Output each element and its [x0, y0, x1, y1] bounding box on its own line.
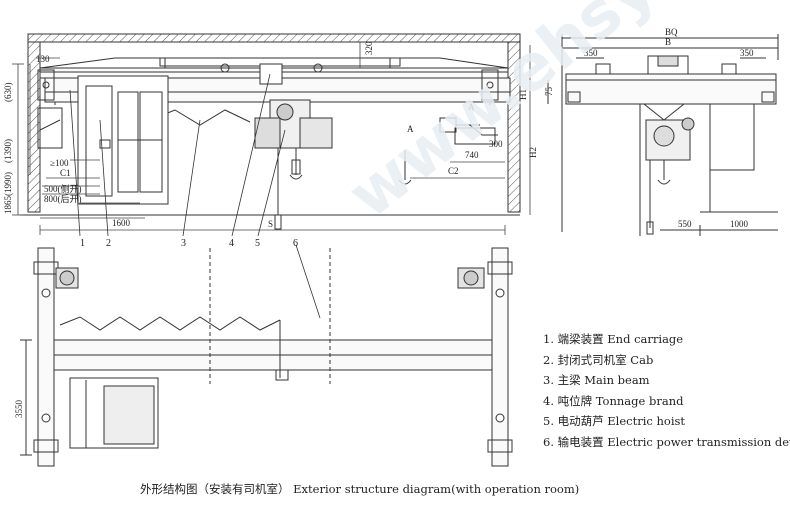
callout-leaders — [69, 73, 321, 319]
dim-1600: 1600 — [112, 218, 131, 228]
front-elevation-view — [20, 33, 521, 230]
legend-item-tonnage-brand: 4. 吨位牌 Tonnage brand — [543, 393, 684, 408]
dim-350-left: 350 — [584, 48, 598, 58]
figure-caption: 外形结构图（安装有司机室） Exterior structure diagram… — [140, 482, 580, 496]
dim-1390: (1390) — [3, 139, 13, 163]
dim-740: 740 — [465, 150, 479, 160]
label-a-right: A — [468, 102, 475, 112]
dim-c1: C1 — [60, 168, 71, 178]
callout-1: 1 — [80, 238, 85, 249]
dim-500: 500(侧开) — [44, 183, 82, 194]
legend-item-end-carriage: 1. 端梁装置 End carriage — [543, 332, 684, 346]
dim-350-right: 350 — [740, 48, 754, 58]
dim-100: ≥100 — [50, 158, 69, 168]
callout-2: 2 — [106, 238, 111, 249]
dim-s: S — [268, 219, 273, 229]
dim-bq: BQ — [665, 27, 678, 37]
dim-c2: C2 — [448, 166, 459, 176]
callout-3: 3 — [181, 238, 186, 249]
dim-300: 300 — [489, 139, 503, 149]
legend-item-electric-hoist: 5. 电动葫芦 Electric hoist — [543, 414, 686, 428]
dim-h2: H2 — [528, 147, 538, 158]
label-a-left: A — [407, 124, 414, 134]
dim-1865: 1865(1990) — [3, 172, 13, 214]
callout-5: 5 — [255, 238, 260, 249]
dim-h1: H1 — [518, 89, 528, 100]
dim-75: 75 — [544, 87, 554, 97]
dim-130: 130 — [36, 54, 50, 64]
parts-legend: 1. 端梁装置 End carriage 2. 封闭式司机室 Cab 3. 主梁… — [543, 329, 790, 452]
legend-item-power-transmission: 6. 输电装置 Electric power transmission devi… — [543, 434, 790, 449]
dim-550: 550 — [678, 219, 692, 229]
dim-320: 320 — [364, 41, 374, 55]
plan-view — [20, 247, 513, 467]
dim-1000: 1000 — [730, 219, 749, 229]
dim-630: (630) — [3, 83, 13, 103]
legend-item-cab: 2. 封闭式司机室 Cab — [543, 352, 654, 367]
dim-b: B — [665, 37, 671, 47]
front-dimension-lines — [12, 42, 531, 235]
dim-3550: 3550 — [14, 400, 24, 419]
callout-4: 4 — [229, 238, 234, 249]
side-view — [547, 34, 779, 236]
callout-6: 6 — [293, 238, 298, 249]
legend-item-main-beam: 3. 主梁 Main beam — [543, 373, 650, 387]
dim-800: 800(后开) — [44, 194, 82, 204]
